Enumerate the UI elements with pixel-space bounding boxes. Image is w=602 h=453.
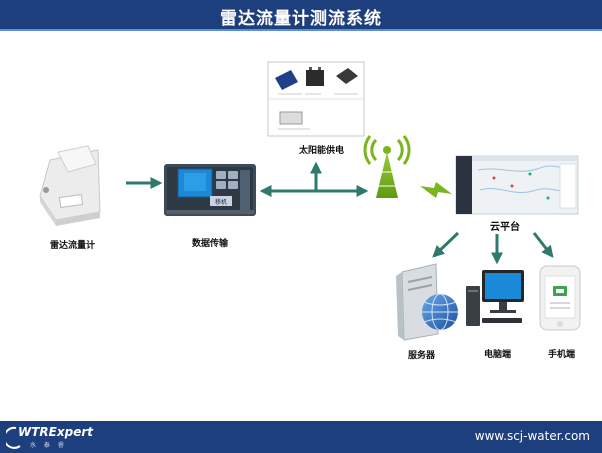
radar-flowmeter-label: 雷达流量计 (50, 241, 96, 251)
data-transmission-label: 数据传输 (192, 239, 229, 249)
power-supply-icon (279, 111, 303, 125)
solar-panel-icon (275, 70, 298, 90)
battery-icon (306, 70, 324, 86)
arrow-cloud-to-server (432, 231, 460, 258)
brand-logo-icon (6, 426, 21, 449)
server-label: 服务器 (408, 351, 436, 361)
pc-label: 电脑端 (484, 350, 512, 360)
cloud-platform-label: 云平台 (490, 222, 520, 233)
solar-supply-label: 太阳能供电 (299, 146, 345, 156)
brand-logo-text: WTRExpert (18, 425, 93, 439)
solar-supply-panel (267, 61, 365, 137)
mobile-phone-icon (539, 265, 581, 331)
rtu-screen-text: 移机 (215, 198, 227, 206)
system-diagram: 移机 (39, 61, 581, 341)
arrow-cloud-to-mobile (532, 232, 554, 258)
website-url: www.scj-water.com (474, 429, 590, 443)
header-underline (0, 29, 602, 31)
signal-tower-icon (363, 135, 411, 198)
mobile-label: 手机端 (548, 350, 576, 360)
header-bar: 雷达流量计测流系统 (0, 0, 602, 31)
desktop-pc-icon (466, 270, 524, 326)
page-title: 雷达流量计测流系统 (220, 9, 382, 29)
server-icon (396, 263, 458, 341)
radar-flowmeter-icon (39, 145, 101, 226)
wireless-link-icon (420, 182, 452, 198)
footer-bar: WTRExpert 水 泰 睿 www.scj-water.com (0, 421, 602, 453)
controller-icon (336, 68, 358, 84)
cloud-platform-screen (455, 155, 579, 215)
rtu-device-icon (164, 164, 256, 216)
brand-logo-subtext: 水 泰 睿 (30, 442, 67, 449)
